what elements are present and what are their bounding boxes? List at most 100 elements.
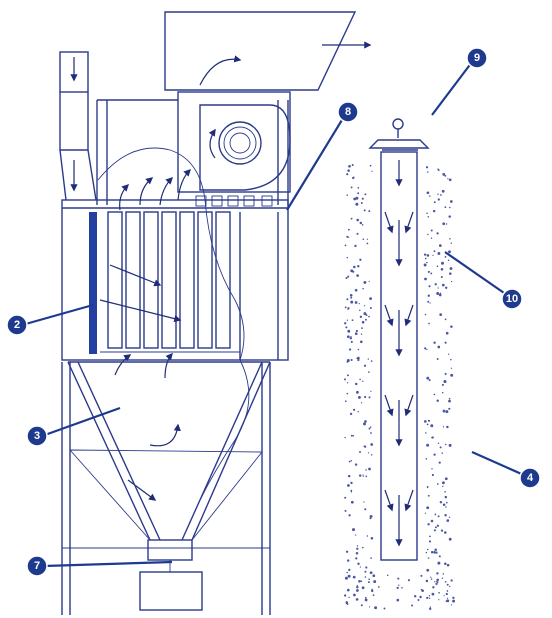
dust-zone-outline — [97, 147, 250, 501]
dust-particle — [365, 566, 368, 569]
dust-particle — [427, 233, 429, 236]
dust-particle — [448, 443, 452, 447]
dust-particle — [370, 454, 373, 456]
dust-particle — [423, 420, 427, 423]
dust-particle — [362, 287, 364, 290]
dust-particle — [356, 274, 359, 277]
filter-bag-detail — [343, 118, 456, 611]
dust-particle — [368, 315, 370, 318]
dust-particle — [441, 391, 444, 394]
dust-particle — [352, 408, 356, 411]
dust-particle — [442, 173, 446, 176]
dust-particle — [411, 604, 414, 607]
dust-particle — [355, 202, 359, 206]
dust-particle — [430, 576, 432, 578]
dust-particle — [348, 228, 350, 231]
dust-particle — [445, 223, 448, 225]
dust-particle — [356, 218, 360, 222]
dust-particle — [369, 571, 373, 575]
collector-unit — [59, 11, 372, 615]
dust-particle — [448, 215, 451, 218]
dust-particle — [344, 322, 347, 325]
dust-particle — [435, 582, 438, 586]
dust-particle — [352, 528, 355, 532]
dust-particle — [365, 314, 368, 317]
dust-particle — [352, 435, 355, 437]
dust-particle — [370, 557, 372, 559]
dust-particle — [430, 237, 433, 239]
dust-particle — [433, 551, 436, 554]
dust-particle — [431, 592, 435, 596]
dust-particle — [347, 275, 350, 278]
dust-particle — [425, 551, 428, 554]
dust-particle — [353, 265, 356, 269]
dust-particle — [345, 326, 348, 329]
dust-particle — [359, 451, 361, 453]
fan-assembly — [164, 11, 372, 193]
dust-particle — [356, 390, 359, 394]
dust-particle — [367, 581, 370, 584]
dust-particle — [425, 458, 428, 460]
dust-particle — [433, 453, 436, 456]
dust-particle — [433, 341, 436, 344]
dust-particle — [357, 187, 360, 189]
dust-particle — [344, 244, 347, 247]
dust-particle — [368, 280, 370, 283]
dust-particle — [437, 193, 439, 195]
dust-particle — [428, 595, 431, 597]
dust-particle — [446, 425, 449, 429]
dust-particle — [431, 436, 433, 439]
dust-particle — [346, 603, 349, 605]
dust-particle — [436, 232, 439, 235]
access-panel — [89, 212, 97, 354]
dust-particle — [426, 254, 430, 257]
upper-frame — [96, 99, 289, 205]
dust-particle — [343, 378, 347, 381]
dust-particle — [439, 446, 442, 449]
dust-particle — [441, 189, 445, 193]
dust-particle — [448, 516, 451, 518]
dust-particle — [428, 322, 430, 325]
dust-particle — [444, 372, 447, 375]
dust-particle — [346, 382, 349, 384]
callouts: 2 3 4 7 8 9 10 — [6, 47, 541, 577]
dust-particle — [357, 395, 361, 399]
dust-particle — [424, 277, 427, 281]
dust-particle — [446, 597, 449, 599]
dust-particle — [360, 402, 363, 404]
dust-particle — [433, 529, 436, 532]
dust-particle — [364, 598, 368, 602]
dust-particle — [357, 348, 360, 351]
dust-particle — [427, 419, 431, 422]
dust-particle — [364, 596, 367, 599]
dust-particle — [437, 442, 440, 445]
dust-particle — [435, 551, 438, 554]
dust-particle — [358, 579, 361, 583]
dust-particle — [450, 358, 452, 361]
dust-particle — [439, 500, 443, 504]
dust-particle — [364, 193, 367, 196]
dust-particle — [426, 486, 429, 488]
dust-particle — [436, 292, 440, 295]
callout-2-label: 2 — [14, 319, 20, 331]
dust-particle — [448, 399, 451, 403]
dust-particle — [431, 473, 434, 477]
callout-10: 10 — [444, 251, 523, 310]
dust-particle — [363, 422, 366, 426]
dust-particle — [346, 256, 349, 259]
callout-7: 7 — [26, 555, 173, 577]
dust-particle — [446, 583, 449, 586]
dust-particle — [366, 535, 369, 537]
dust-particle — [446, 563, 450, 567]
filter-housing — [61, 195, 289, 361]
dust-particle — [437, 168, 439, 170]
dust-particle — [446, 590, 449, 592]
dust-particle — [350, 481, 353, 485]
dust-particle — [446, 519, 450, 522]
dust-particle — [433, 201, 436, 204]
dust-particle — [428, 540, 432, 543]
dust-particle — [451, 604, 453, 606]
dust-particle — [364, 318, 367, 321]
dust-particle — [355, 552, 359, 555]
dust-particle — [349, 348, 352, 351]
